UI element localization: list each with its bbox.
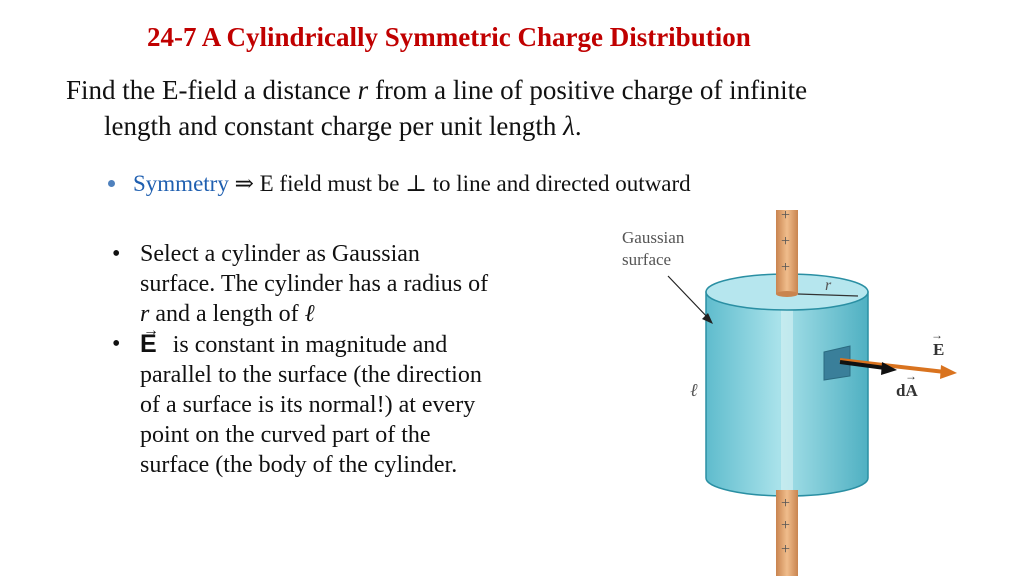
symmetry-bullet: Symmetry ⇒ E field must be ⊥ to line and… <box>108 171 868 197</box>
radius-line <box>797 293 859 297</box>
intro-text-2: from a line of positive charge of infini… <box>368 75 808 105</box>
plus-sign: + <box>781 541 790 558</box>
rod-inside <box>781 292 793 492</box>
bullet-2-line-4: point on the curved part of the <box>140 422 431 448</box>
implies-symbol: ⇒ <box>234 171 254 196</box>
bullet-1-r: r <box>140 301 150 327</box>
intro-lambda: λ <box>563 111 575 141</box>
plus-sign: + <box>781 517 790 534</box>
problem-statement: Find the E-field a distance r from a lin… <box>66 72 926 144</box>
plus-sign: + <box>781 259 790 276</box>
bullet-2-text: is constant in magnitude and <box>172 332 448 358</box>
e-field-arrow <box>839 358 946 374</box>
gaussian-cylinder-figure: r + + + + + + Gaussian surface ℓ E → dA … <box>600 207 1000 576</box>
gaussian-pointer-line <box>667 275 711 321</box>
cylinder-diagram: r + + + + + + Gaussian surface ℓ E → dA … <box>622 207 957 576</box>
bullet-1-line-1: Select a cylinder as Gaussian <box>140 241 420 267</box>
rod-through-top <box>776 270 798 294</box>
vector-arrow-icon: → <box>143 322 159 339</box>
bullet-1-text: and a length of <box>149 301 305 327</box>
e-label: E <box>933 340 944 359</box>
bullet-list: • Select a cylinder as Gaussian surface.… <box>112 239 562 480</box>
intro-text: Find the E-field a distance <box>66 75 358 105</box>
bullet-1-line-2: surface. The cylinder has a radius of <box>140 271 489 297</box>
plus-sign: + <box>781 233 790 250</box>
bullet-mark: • <box>112 241 121 267</box>
plus-sign: + <box>781 210 790 224</box>
bullet-1-ell: ℓ <box>304 301 315 327</box>
gaussian-pointer-arrowhead <box>702 313 713 324</box>
da-arrowhead <box>881 362 897 375</box>
gaussian-label-2: surface <box>622 250 671 269</box>
length-label: ℓ <box>690 380 698 400</box>
da-label: dA <box>896 381 918 400</box>
plus-sign: + <box>781 495 790 512</box>
rod-cross-section <box>776 291 798 297</box>
area-element-patch <box>823 345 851 381</box>
bullet-2-line-2: parallel to the surface (the direction <box>140 362 482 388</box>
da-label-arrow-icon: → <box>905 369 917 383</box>
e-vector-letter: E <box>140 330 157 358</box>
da-arrow <box>839 360 886 370</box>
intro-r: r <box>357 75 369 105</box>
radius-label: r <box>825 277 832 294</box>
e-vector-symbol: →E <box>140 322 159 359</box>
bullet-2-line-5: surface (the body of the cylinder. <box>140 452 458 478</box>
bullet-dot <box>108 180 115 188</box>
charged-rod-bottom <box>776 490 798 576</box>
gaussian-label-1: Gaussian <box>622 228 685 247</box>
bullet-1-line-3: r and a length of ℓ <box>140 299 562 329</box>
intro-line-2-text: length and constant charge per unit leng… <box>104 111 564 141</box>
e-field-arrowhead <box>940 365 957 379</box>
bullet-2-line-3: of a surface is its normal!) at every <box>140 392 476 418</box>
intro-line-2: length and constant charge per unit leng… <box>66 108 926 144</box>
e-label-arrow-icon: → <box>931 328 943 342</box>
bullet-gaussian-cylinder: • Select a cylinder as Gaussian surface.… <box>112 239 562 329</box>
bullet-mark: • <box>112 331 121 357</box>
symmetry-keyword: Symmetry <box>133 171 229 196</box>
slide-title: 24-7 A Cylindrically Symmetric Charge Di… <box>147 22 751 52</box>
intro-period: . <box>574 111 582 141</box>
perp-symbol: ⊥ <box>405 171 427 196</box>
symmetry-text: E field must be <box>253 171 406 196</box>
symmetry-text-2: to line and directed outward <box>426 171 691 196</box>
